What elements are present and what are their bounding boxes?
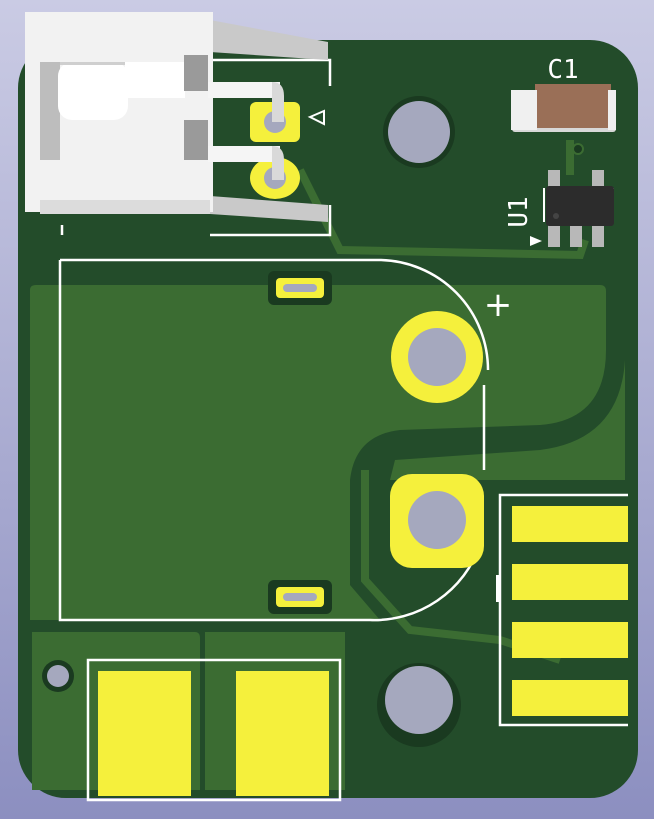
connector-lead-2 — [208, 146, 280, 162]
connector-silk-top — [210, 58, 332, 86]
ic-u1: U1 — [504, 170, 614, 247]
edge-pad-1 — [512, 506, 628, 542]
bottom-pads-outline — [86, 658, 342, 802]
via — [572, 143, 584, 155]
ic-lead-bottom-2 — [570, 225, 582, 247]
cap-ref-label: C1 — [547, 55, 578, 85]
ic-lead-top-2 — [592, 170, 604, 190]
connector-pin-shade-1 — [184, 55, 208, 91]
connector-foot — [40, 200, 210, 214]
edge-pad-3 — [512, 622, 628, 658]
cap-terminal-left — [511, 90, 537, 130]
capacitor-c1: C1 — [511, 55, 616, 155]
ic-lead-bottom-3 — [592, 225, 604, 247]
connector-latch-shade — [40, 62, 60, 160]
battery-pad-negative-hole — [408, 491, 466, 549]
bottom-pad-right — [236, 671, 329, 796]
slot-hole-bottom — [283, 593, 317, 601]
battery-outline-top — [60, 258, 490, 371]
cap-terminal-right — [608, 90, 616, 130]
connector-latch — [58, 62, 128, 120]
connector-silk-bottom — [210, 205, 332, 237]
pin1-marker-icon — [307, 109, 325, 126]
edge-pad-2 — [512, 564, 628, 600]
polarity-label: + — [484, 285, 513, 325]
ic-body — [546, 186, 614, 226]
connector-bottom-flange — [210, 196, 328, 222]
edge-pad-4 — [512, 680, 628, 716]
connector-pin-cavity-1 — [125, 62, 185, 98]
bottom-pad-left — [98, 671, 191, 796]
connector-top-flange — [210, 20, 328, 60]
ic-pin1-dot — [553, 213, 559, 219]
mounting-hole-bottom — [385, 666, 453, 734]
battery-pad-positive-hole — [408, 328, 466, 386]
connector-lead-1 — [208, 82, 280, 98]
copper-pour-right — [390, 360, 625, 480]
slot-hole-top — [283, 284, 317, 292]
small-hole — [47, 665, 69, 687]
jst-connector-3d — [25, 12, 328, 222]
cap-body — [535, 84, 611, 128]
ic-ref-label: U1 — [504, 196, 534, 227]
connector-lead-1-bend — [272, 82, 284, 122]
connector-pin-shade-2 — [184, 120, 208, 160]
edge-connector — [496, 493, 628, 727]
ic-lead-bottom-1 — [548, 225, 560, 247]
ic-pin1-marker-icon — [530, 236, 542, 246]
ic-lead-top-1 — [548, 170, 560, 190]
mounting-hole-top — [388, 101, 450, 163]
connector-lead-2-bend — [272, 146, 284, 180]
edge-connector-outline — [498, 493, 628, 727]
connector-latch-line — [60, 62, 128, 65]
